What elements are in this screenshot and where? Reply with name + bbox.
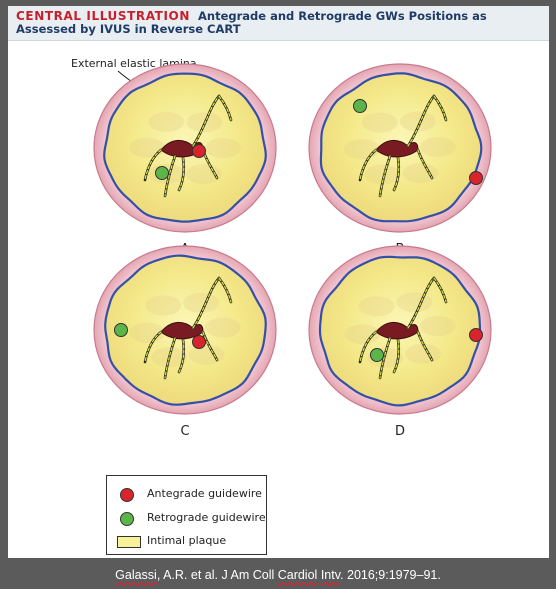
dissection-tract <box>192 277 220 329</box>
plaque-texture <box>405 343 442 364</box>
citation-author: Galassi <box>115 568 157 582</box>
plaque-texture <box>148 111 185 132</box>
antegrade-guidewire-marker <box>469 171 483 185</box>
dissection-tract <box>202 331 218 361</box>
antegrade-guidewire-marker <box>469 328 483 342</box>
plaque-texture <box>419 316 456 336</box>
dissection-tract <box>218 95 232 121</box>
dissection-tract <box>192 95 220 147</box>
dissection-tract <box>433 277 447 303</box>
vessel-panel-b: B <box>308 63 492 257</box>
plaque-texture <box>204 317 241 338</box>
citation: Galassi, A.R. et al. J Am Coll Cardiol I… <box>0 568 556 582</box>
retrograde-guidewire-marker <box>353 99 367 113</box>
plaque-texture <box>145 295 182 316</box>
plaque-texture <box>364 164 401 185</box>
dissection-tract <box>379 337 391 379</box>
vessel-group: AB C D <box>93 63 492 439</box>
retrograde-guidewire-marker <box>370 348 384 362</box>
citation-initials: , A.R. et al. J Am Coll <box>156 568 278 582</box>
antegrade-guidewire-marker <box>192 335 206 349</box>
legend: Antegrade guidewire Retrograde guidewire… <box>106 475 267 555</box>
figure-header: CENTRAL ILLUSTRATION Antegrade and Retro… <box>8 6 549 41</box>
dissection-tract <box>433 95 447 121</box>
plaque-texture <box>344 139 380 160</box>
panel-label-d: D <box>395 424 405 439</box>
citation-journal-1: Cardiol <box>277 568 318 582</box>
figure-panel: CENTRAL ILLUSTRATION Antegrade and Retro… <box>8 6 549 558</box>
legend-antegrade: Antegrade guidewire <box>107 485 266 505</box>
lumen-dissection <box>375 322 419 340</box>
plaque-texture <box>402 163 439 184</box>
ivus-cross-sections: External elastic lamina ABCD <box>71 57 492 439</box>
dissection-tract <box>407 277 435 329</box>
retrograde-guidewire-marker <box>155 166 169 180</box>
dissection-tract <box>144 331 162 363</box>
plaque-texture <box>205 138 241 158</box>
legend-retrograde-label: Retrograde guidewire <box>147 511 266 524</box>
vessel-panel-c: C <box>93 245 277 439</box>
dissection-tract <box>359 149 377 181</box>
figure-title: CENTRAL ILLUSTRATION Antegrade and Retro… <box>16 10 541 36</box>
dissection-tract <box>164 155 176 197</box>
title-text: Antegrade and Retrograde GWs Positions a… <box>16 9 487 36</box>
plaque-texture <box>396 292 433 313</box>
plaque-texture <box>344 324 381 345</box>
plaque-texture <box>188 344 225 365</box>
plaque-texture <box>358 296 395 317</box>
panel-label-c: C <box>180 424 189 439</box>
dissection-tract <box>417 149 433 179</box>
vessel-panel-d: D <box>308 245 492 439</box>
plaque-texture <box>399 111 436 132</box>
lumen-dissection <box>375 140 419 158</box>
citation-journal-2: Intv <box>320 568 341 582</box>
plaque-texture <box>185 164 222 184</box>
dissection-tract <box>144 149 162 181</box>
retrograde-dot-icon <box>120 512 134 526</box>
vessel-panel-a: A <box>93 63 277 257</box>
legend-antegrade-label: Antegrade guidewire <box>147 487 262 500</box>
plaque-swatch-icon <box>117 536 141 548</box>
legend-retrograde: Retrograde guidewire <box>107 509 266 529</box>
dissection-tract <box>178 339 185 373</box>
legend-plaque: Intimal plaque <box>107 532 266 552</box>
central-illustration-tag: CENTRAL ILLUSTRATION <box>16 9 190 23</box>
plaque-texture <box>129 137 165 158</box>
dissection-tract <box>359 331 377 363</box>
dissection-tract <box>417 331 433 361</box>
lumen-dissection <box>160 322 204 340</box>
plaque-texture <box>183 292 220 313</box>
antegrade-guidewire-marker <box>192 144 206 158</box>
plaque-texture <box>420 137 456 157</box>
legend-plaque-label: Intimal plaque <box>147 534 227 547</box>
dissection-tract <box>379 155 391 197</box>
antegrade-dot-icon <box>120 488 134 502</box>
citation-rest: . 2016;9:1979–91. <box>340 568 441 582</box>
retrograde-guidewire-marker <box>114 323 128 337</box>
dissection-tract <box>407 95 435 147</box>
dissection-tract <box>218 277 232 303</box>
plaque-texture <box>361 112 398 133</box>
dissection-tract <box>393 339 400 373</box>
dissection-tract <box>178 157 185 191</box>
dissection-tract <box>164 337 176 379</box>
dissection-tract <box>393 157 400 191</box>
